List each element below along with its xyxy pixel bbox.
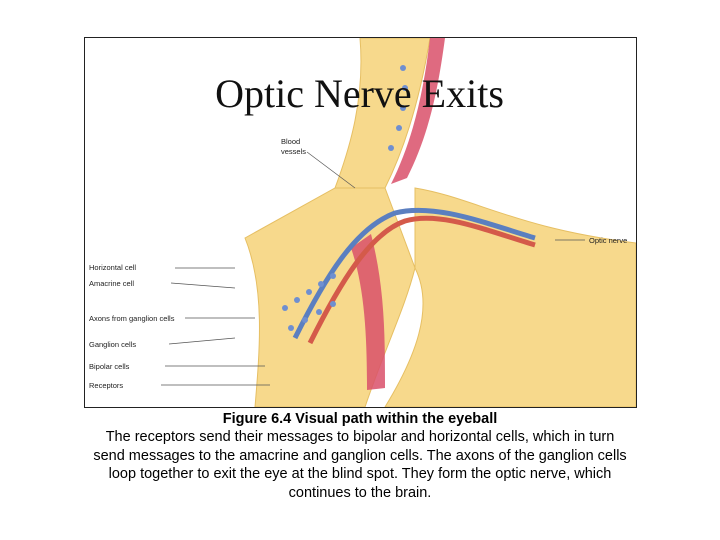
slide-title: Optic Nerve Exits (215, 71, 504, 116)
label-bipolar-cells: Bipolar cells (89, 362, 130, 371)
blood-vessel-red (307, 215, 536, 345)
cell-layer-upper (388, 65, 408, 151)
cell-layer-lower (282, 273, 336, 331)
receptor-strip-upper (391, 38, 445, 184)
label-axons-from-ganglion-cells: Axons from ganglion cells (89, 314, 175, 323)
label-ganglion-cells: Ganglion cells (89, 340, 136, 349)
label-optic-nerve: Optic nerve (589, 236, 627, 245)
optic-nerve-trunk (384, 187, 636, 407)
label-horizontal-cell: Horizontal cell (89, 263, 136, 272)
label-amacrine-cell: Amacrine cell (89, 279, 134, 288)
retina-diagram: Blood vessels Optic nerve Horizontal cel… (89, 38, 636, 407)
caption-title: Figure 6.4 Visual path within the eyebal… (222, 411, 498, 427)
label-blood-vessels-1: Blood (281, 137, 300, 146)
receptor-strip-lower (351, 234, 385, 390)
lower-retina-band (244, 187, 416, 407)
figure-caption: Figure 6.4 Visual path within the eyebal… (90, 410, 630, 502)
label-receptors: Receptors (89, 381, 123, 390)
label-blood-vessels-2: vessels (281, 147, 306, 156)
caption-body: The receptors send their messages to bip… (93, 429, 627, 501)
figure-frame: Blood vessels Optic nerve Horizontal cel… (84, 37, 637, 408)
